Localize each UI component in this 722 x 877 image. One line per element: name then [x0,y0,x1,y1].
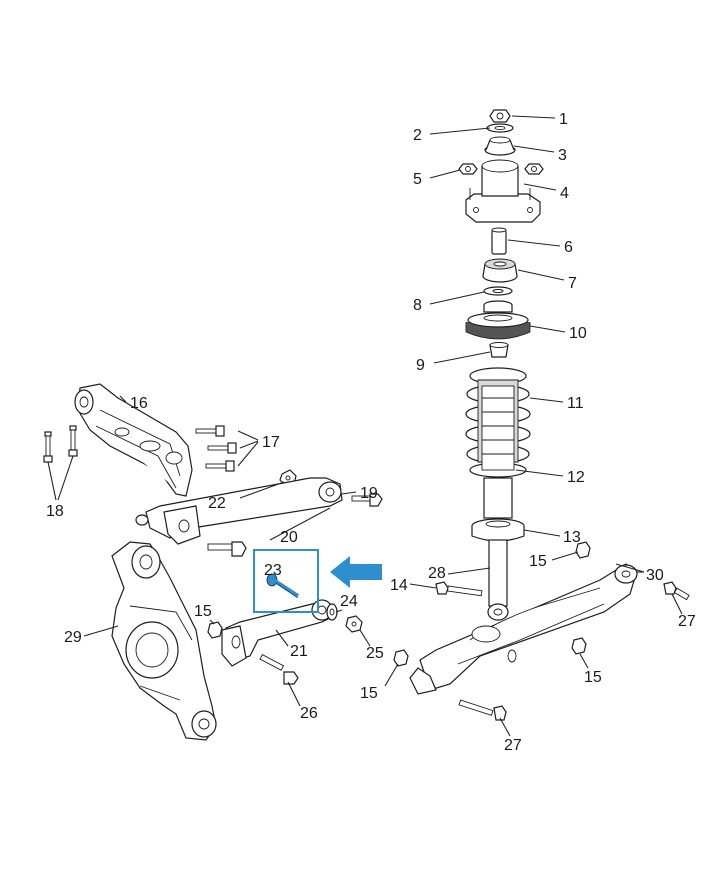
part-20-bolt[interactable] [207,541,247,557]
part-5-nut-right[interactable] [524,163,544,175]
callout-10: 10 [569,325,587,342]
callout-2: 2 [413,127,422,144]
callout-17: 17 [262,434,280,451]
part-15-nut-a[interactable] [207,621,223,639]
callout-6: 6 [564,239,573,256]
part-15-nut-d[interactable] [571,637,587,655]
callout-20: 20 [280,529,298,546]
callout-16: 16 [130,395,148,412]
callout-19: 19 [360,485,378,502]
callout-15-right: 15 [529,553,547,570]
part-14-bolt[interactable] [435,581,483,597]
callout-22: 22 [208,495,226,512]
callout-26: 26 [300,705,318,722]
callout-13: 13 [563,529,581,546]
part-20-lateral-link[interactable] [135,477,343,545]
part-23-cam-bolt[interactable] [266,573,300,599]
callout-24: 24 [340,593,358,610]
part-19-bolt[interactable] [351,493,383,507]
part-16-upper-control-arm[interactable] [74,383,193,497]
part-17-bolts[interactable] [195,425,237,472]
part-9-bumper[interactable] [489,342,509,358]
callout-3: 3 [558,147,567,164]
highlight-arrow [330,556,382,588]
callout-9: 9 [416,357,425,374]
callout-23: 23 [264,562,282,579]
callout-15-bottom-right: 15 [584,669,602,686]
part-18-bolt-left[interactable] [43,431,53,463]
callout-27-bottom: 27 [504,737,522,754]
callout-29: 29 [64,629,82,646]
part-6-sleeve[interactable] [491,227,507,255]
part-4-upper-mount[interactable] [465,159,541,223]
part-28-shock-absorber[interactable] [483,477,513,621]
part-21-toe-link[interactable] [221,599,333,667]
callout-30: 30 [646,567,664,584]
strut-assembly [458,109,544,621]
callout-15-arm: 15 [360,685,378,702]
part-3-insulator[interactable] [484,136,516,156]
part-1-nut[interactable] [489,109,511,123]
part-12-dust-boot[interactable] [481,385,515,471]
part-24-washer[interactable] [326,603,338,621]
part-18-bolt-right[interactable] [68,425,78,457]
part-27-bolt-right[interactable] [663,581,690,601]
part-26-bolt[interactable] [259,653,299,685]
part-2-washer[interactable] [486,123,514,133]
callout-labels: 1 2 3 4 5 6 7 8 9 10 11 12 13 14 15 16 1… [46,111,696,754]
part-13-lower-isolator[interactable] [471,518,525,542]
callout-12: 12 [567,469,585,486]
callout-21: 21 [290,643,308,660]
part-5-nut-left[interactable] [458,163,478,175]
part-25-nut[interactable] [345,615,363,633]
callout-8: 8 [413,297,422,314]
callout-4: 4 [560,185,569,202]
leader-lines [47,115,683,737]
part-29-knuckle[interactable] [111,541,217,741]
part-10-spring-seat[interactable] [465,300,531,340]
part-15-nut-b[interactable] [393,649,409,667]
part-8-washer[interactable] [483,286,513,296]
part-7-bearing[interactable] [482,258,518,283]
callout-28: 28 [428,565,446,582]
callout-18: 18 [46,503,64,520]
callout-14: 14 [390,577,408,594]
callout-1: 1 [559,111,568,128]
part-15-nut-c[interactable] [575,541,591,559]
part-27-bolt-bottom[interactable] [458,699,507,721]
part-30-lower-control-arm[interactable] [409,563,638,695]
callout-25: 25 [366,645,384,662]
highlight-box-part-23 [253,549,319,613]
callout-11: 11 [567,395,584,412]
callout-7: 7 [568,275,577,292]
callout-5: 5 [413,171,422,188]
callout-27-right: 27 [678,613,696,630]
callout-15-knuckle: 15 [194,603,212,620]
